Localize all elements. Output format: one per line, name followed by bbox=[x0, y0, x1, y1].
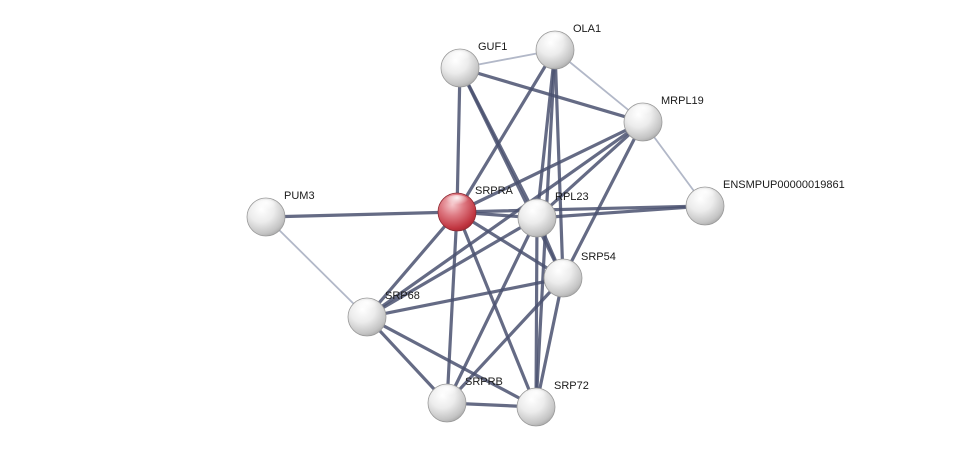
edge-pum3-srp68 bbox=[265, 216, 368, 318]
edge-rpl23-srp72 bbox=[534, 216, 539, 409]
edge-srpra-ola1 bbox=[455, 48, 557, 214]
edge-ola1-srp54 bbox=[553, 48, 565, 280]
node-srp72[interactable]: SRP72 bbox=[516, 380, 589, 427]
node-label: SRPRA bbox=[475, 185, 514, 197]
node-ensmpup00000019861[interactable]: ENSMPUP00000019861 bbox=[685, 179, 845, 226]
edge-srpra-ensmpup00000019861 bbox=[455, 204, 707, 214]
node-label: PUM3 bbox=[284, 190, 315, 202]
node-rpl23[interactable]: RPL23 bbox=[517, 191, 589, 238]
edge-srpra-srp54 bbox=[455, 210, 565, 280]
node-label: OLA1 bbox=[573, 23, 601, 35]
node-highlight bbox=[524, 390, 548, 404]
node-label: ENSMPUP00000019861 bbox=[723, 179, 845, 191]
node-label: SRP72 bbox=[554, 380, 589, 392]
node-mrpl19[interactable]: MRPL19 bbox=[623, 95, 704, 142]
edge-mrpl19-srp68 bbox=[365, 120, 645, 319]
edge-srp68-srp72 bbox=[365, 315, 538, 409]
node-pum3[interactable]: PUM3 bbox=[246, 190, 315, 237]
node-highlight bbox=[693, 189, 717, 203]
edge-srp54-srprb bbox=[445, 276, 565, 405]
node-label: SRPRB bbox=[465, 376, 503, 388]
edge-srpra-srp68 bbox=[365, 210, 459, 319]
node-label: MRPL19 bbox=[661, 95, 704, 107]
node-highlight bbox=[525, 201, 549, 215]
node-highlight bbox=[445, 195, 469, 209]
edge-srpra-pum3 bbox=[264, 210, 459, 219]
node-srprb[interactable]: SRPRB bbox=[427, 376, 503, 423]
edge-rpl23-srprb bbox=[445, 216, 539, 405]
edge-rpl23-ensmpup00000019861 bbox=[535, 204, 707, 220]
edge-srpra-srprb bbox=[445, 210, 459, 405]
nodes-layer: SRPRA GUF1 OLA1MRPL19ENSMPUP00000019861PUM… bbox=[246, 23, 845, 427]
node-label: SRP54 bbox=[581, 251, 616, 263]
node-label: SRP68 bbox=[385, 290, 420, 302]
node-srpra[interactable]: SRPRA bbox=[437, 185, 514, 232]
node-highlight bbox=[448, 51, 472, 65]
edge-mrpl19-srp54 bbox=[561, 120, 645, 280]
node-srp68[interactable]: SRP68 bbox=[347, 290, 420, 337]
node-highlight bbox=[355, 300, 379, 314]
node-srp54[interactable]: SRP54 bbox=[543, 251, 616, 298]
edge-srp68-srprb bbox=[365, 315, 449, 405]
node-highlight bbox=[254, 200, 278, 214]
edge-srpra-guf1 bbox=[455, 66, 462, 214]
node-highlight bbox=[435, 386, 459, 400]
node-ola1[interactable]: OLA1 bbox=[535, 23, 601, 70]
node-label: GUF1 bbox=[478, 41, 507, 53]
node-guf1[interactable]: GUF1 bbox=[440, 41, 507, 88]
node-highlight bbox=[543, 33, 567, 47]
node-highlight bbox=[551, 261, 575, 275]
node-highlight bbox=[631, 105, 655, 119]
edge-rpl23-srp68 bbox=[365, 216, 539, 319]
edge-srp54-srp72 bbox=[534, 276, 565, 409]
edge-mrpl19-rpl23 bbox=[535, 120, 645, 220]
edge-srp54-srp68 bbox=[365, 276, 565, 319]
node-label: RPL23 bbox=[555, 191, 589, 203]
